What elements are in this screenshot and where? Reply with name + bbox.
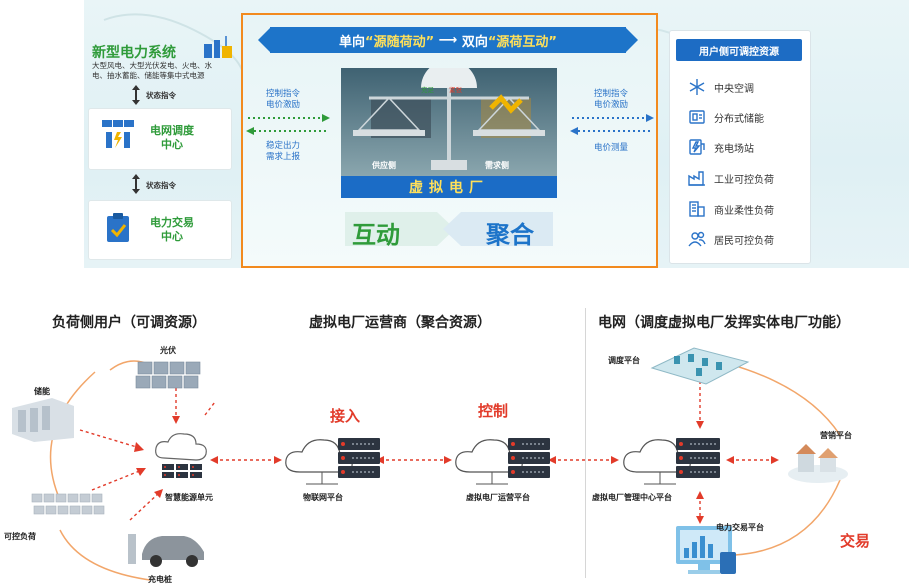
demand-side-label: 需求侧: [485, 161, 509, 170]
controllable-load-label: 可控负荷: [4, 532, 36, 541]
charging-pile-label: 充电桩: [148, 575, 172, 584]
section-divider: [585, 308, 586, 578]
dispatch-center-label: 电网调度 中心: [150, 124, 194, 152]
left-arrow-bottom-label: 稳定出力 需求上报: [266, 141, 300, 163]
dotted-arrow-right: [248, 114, 330, 122]
control-label: 控制: [478, 402, 509, 420]
vpp-label: 虚拟电厂: [341, 176, 557, 198]
right-arrow-top-line2: 电价激励: [594, 100, 629, 110]
dispatch-platform-label: 调度平台: [608, 356, 640, 365]
vpp-operator-server-icon: [455, 438, 550, 485]
new-power-title: 新型电力系统: [92, 45, 176, 61]
new-power-desc-1: 大型风电、大型光伏发电、火电、水: [92, 61, 212, 70]
price-measure-label: 电价测量: [594, 143, 629, 153]
resource-label: 商业柔性负荷: [714, 205, 774, 217]
scale-right-tag: 紧张: [449, 86, 462, 94]
smart-energy-cloud-icon: [155, 433, 207, 478]
vpp-operator-platform-label: 虚拟电厂运营平台: [466, 493, 530, 502]
storage-icon: [689, 110, 705, 124]
section-title-load-side: 负荷侧用户（可调资源）: [52, 315, 206, 331]
dotted-arrow-right: [572, 114, 654, 122]
dotted-arrow-left: [246, 127, 328, 135]
left-arrow-bottom-line2: 需求上报: [266, 152, 301, 162]
factory-icon: [688, 171, 705, 186]
resource-label: 中央空调: [714, 83, 754, 95]
clipboard-icon: [107, 213, 129, 242]
marketing-platform-label: 营销平台: [820, 431, 852, 440]
banner-part1: 单向: [339, 34, 366, 50]
scale-left-tag: 充足: [421, 86, 434, 94]
charging-icon: [689, 139, 705, 155]
banner-double-arrow: [258, 28, 638, 52]
right-arrow-top-line1: 控制指令: [594, 89, 629, 99]
trading-center-label: 电力交易 中心: [150, 216, 194, 244]
marketing-town-icon: [788, 444, 848, 483]
trade-label: 交易: [840, 532, 871, 550]
electric-car-icon: [128, 534, 204, 567]
people-icon: [688, 231, 706, 247]
resource-item: 充电场站: [688, 138, 754, 156]
pv-label: 光伏: [160, 346, 176, 355]
iot-server-icon: [285, 438, 380, 485]
section-title-grid: 电网（调度虚拟电厂发挥实体电厂功能）: [598, 315, 850, 331]
controllable-load-icon: [31, 493, 105, 515]
interact-text: 互动: [352, 220, 400, 249]
storage-label: 储能: [34, 387, 50, 396]
resource-item: 居民可控负荷: [688, 230, 774, 248]
trading-center-line1: 电力交易: [150, 216, 194, 229]
banner-quote1: “源随荷动”: [365, 34, 435, 50]
building-icon: [689, 201, 705, 217]
supply-side-label: 供应侧: [372, 161, 396, 170]
power-plant-icon: [204, 36, 232, 58]
access-label: 接入: [330, 407, 361, 425]
aggregate-text: 聚合: [486, 220, 534, 249]
banner-quote2: “源荷互动”: [487, 34, 557, 50]
dotted-arrow-left: [570, 127, 652, 135]
section-title-vpp-operator: 虚拟电厂运营商（聚合资源）: [309, 315, 491, 331]
updown-arrow-icon: [132, 85, 140, 105]
smart-energy-unit-label: 智慧能源单元: [165, 493, 213, 502]
resources-title: 用户侧可调控资源: [676, 39, 802, 61]
resource-label: 充电场站: [714, 143, 754, 155]
dispatch-center-line2: 中心: [161, 138, 183, 151]
updown-arrow-icon: [132, 174, 140, 194]
solar-panel-icon: [135, 361, 201, 389]
vpp-management-server-icon: [623, 438, 720, 485]
trading-platform-label: 电力交易平台: [716, 523, 764, 532]
dispatch-center-line1: 电网调度: [150, 124, 194, 137]
iot-platform-label: 物联网平台: [303, 493, 343, 502]
resource-label: 居民可控负荷: [714, 235, 774, 247]
storage-cabinet-icon: [12, 398, 74, 442]
interact-aggregate-arrows: [345, 212, 553, 246]
resources-box: [669, 30, 811, 264]
scale-icon: [353, 68, 545, 170]
resource-item: 工业可控负荷: [688, 169, 774, 187]
resource-label: 工业可控负荷: [714, 174, 774, 186]
snowflake-icon: [689, 79, 705, 95]
banner-part2: 双向: [461, 34, 488, 50]
left-arrow-top-line1: 控制指令: [266, 89, 301, 99]
right-arrow-top-label: 控制指令 电价激励: [594, 89, 628, 111]
resource-item: 分布式储能: [688, 108, 764, 126]
dispatch-platform-icon: [650, 347, 750, 385]
trading-center-line2: 中心: [161, 230, 183, 243]
status-command-label: 状态指令: [146, 181, 176, 190]
banner-arrow-icon: ⟶: [434, 32, 462, 48]
trading-platform-monitor-icon: [676, 526, 736, 574]
status-command-label: 状态指令: [146, 91, 176, 100]
mode-banner: 单向 “源随荷动” ⟶ 双向 “源荷互动”: [270, 27, 626, 53]
new-power-desc-2: 电、抽水蓄能、储能等集中式电源: [92, 71, 205, 80]
resource-item: 中央空调: [688, 78, 754, 96]
left-arrow-top-line2: 电价激励: [266, 100, 301, 110]
resource-item: 商业柔性负荷: [688, 200, 774, 218]
dispatch-screens-icon: [102, 120, 134, 148]
vpp-management-center-label: 虚拟电厂管理中心平台: [592, 493, 672, 502]
left-arrow-top-label: 控制指令 电价激励: [266, 89, 300, 111]
dispatch-center-box: [88, 108, 232, 170]
resource-label: 分布式储能: [714, 113, 764, 125]
left-arrow-bottom-line1: 稳定出力: [266, 141, 301, 151]
